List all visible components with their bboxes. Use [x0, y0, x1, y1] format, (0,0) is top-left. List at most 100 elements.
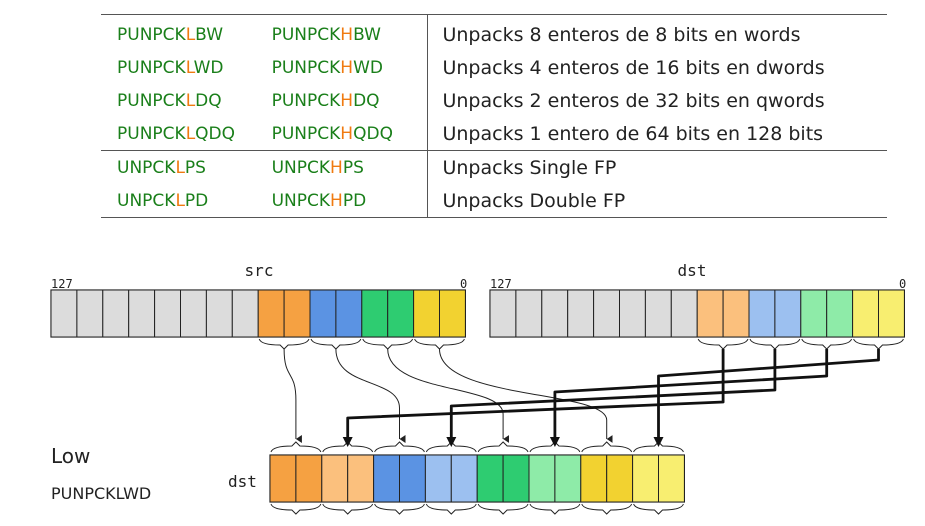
high-mnemonic: PUNPCKHWD: [271, 57, 383, 78]
src-byte: [361, 289, 389, 338]
brace-mark: [322, 503, 374, 515]
result-byte: [554, 454, 582, 503]
low-mnemonic: PUNPCKLBW: [101, 14, 272, 51]
brace-mark: [477, 503, 529, 515]
result-byte: [321, 454, 349, 503]
src-byte: [180, 289, 207, 338]
dst-bit-high: 127: [490, 277, 512, 291]
result-byte: [476, 454, 504, 503]
description: Unpacks 1 entero de 64 bits en 128 bits: [427, 117, 887, 151]
dst-register: [489, 289, 905, 338]
src-word-arrow: [439, 348, 613, 443]
brace-mark: [853, 338, 904, 350]
dst-byte: [748, 289, 776, 338]
brace-mark: [414, 338, 465, 350]
low-mnemonic: UNPCKLPS: [117, 157, 206, 178]
brace-mark: [425, 503, 477, 515]
table-row: UNPCKLPS UNPCKHPS Unpacks Single FP: [101, 150, 887, 184]
result-byte: [424, 454, 452, 503]
low-mnemonic: PUNPCKLDQ: [117, 90, 222, 111]
table-row: PUNPCKLWD PUNPCKHWD Unpacks 4 enteros de 1…: [101, 51, 887, 84]
low-mnemonic: PUNPCKLQDQ: [101, 117, 272, 151]
dst-byte: [489, 289, 517, 338]
result-byte: [399, 454, 426, 503]
dst-byte: [670, 289, 698, 338]
brace-mark: [374, 441, 425, 453]
brace-mark: [581, 503, 633, 515]
dst-word-arrow: [346, 349, 725, 439]
result-byte: [528, 454, 556, 503]
src-register: [50, 289, 466, 338]
brace-mark: [258, 338, 310, 350]
arrow-head: [342, 437, 353, 447]
dst-word-arrow: [657, 349, 880, 439]
result-byte: [606, 454, 634, 503]
arrow-head: [549, 437, 560, 447]
high-mnemonic: UNPCKHPS: [271, 157, 364, 178]
src-byte: [154, 289, 182, 338]
result-byte: [295, 454, 323, 503]
src-bit-high: 127: [51, 277, 73, 291]
description: Unpacks Double FP: [427, 184, 887, 218]
high-mnemonic: PUNPCKHBW: [271, 14, 428, 51]
dst-byte: [722, 289, 750, 338]
arrow-head: [446, 437, 457, 447]
brace-mark: [362, 338, 414, 350]
description: Unpacks 4 enteros de 16 bits en dwords: [427, 51, 887, 84]
caption-low: Low: [51, 444, 91, 468]
src-word-arrow: [283, 348, 302, 443]
low-mnemonic: UNPCKLPD: [101, 184, 272, 218]
dst-byte: [696, 289, 724, 338]
src-byte: [76, 289, 104, 338]
result-byte: [373, 454, 401, 503]
dst-byte: [852, 289, 879, 338]
dst-bit-low: 0: [899, 277, 906, 291]
src-byte: [257, 289, 285, 338]
brace-mark: [529, 503, 581, 515]
brace-mark: [270, 441, 322, 453]
dst-word-arrow: [449, 349, 777, 439]
dst-byte: [593, 289, 620, 338]
result-byte: [632, 454, 659, 503]
description: Unpacks 8 enteros de 8 bits en words: [427, 14, 887, 51]
mapping-arrows: [283, 348, 880, 447]
brace-mark: [697, 338, 749, 350]
high-mnemonic: PUNPCKHQDQ: [271, 117, 428, 151]
src-byte: [387, 289, 415, 338]
brace-mark: [749, 338, 801, 350]
src-byte: [335, 289, 363, 338]
src-byte: [439, 289, 466, 338]
high-mnemonic: UNPCKHPD: [271, 184, 428, 218]
dst-byte: [644, 289, 672, 338]
dst-byte: [774, 289, 802, 338]
dst-byte: [878, 289, 905, 338]
low-mnemonic: PUNPCKLWD: [117, 57, 224, 78]
src-byte: [309, 289, 337, 338]
dst-byte: [567, 289, 595, 338]
brace-mark: [477, 441, 529, 453]
src-bit-low: 0: [460, 277, 467, 291]
dst-byte: [515, 289, 543, 338]
src-byte: [205, 289, 233, 338]
brace-mark: [374, 503, 425, 515]
result-byte: [450, 454, 478, 503]
result-byte: [347, 454, 375, 503]
dst-label: dst: [678, 261, 707, 280]
result-byte: [658, 454, 685, 503]
result-label: dst: [228, 472, 257, 491]
high-mnemonic: PUNPCKHDQ: [271, 90, 380, 111]
result-register: [269, 454, 685, 503]
src-word-arrow: [335, 348, 406, 443]
description: Unpacks Single FP: [427, 150, 887, 184]
src-byte: [231, 289, 259, 338]
arrow-head: [653, 437, 664, 447]
dst-byte: [800, 289, 828, 338]
result-byte: [269, 454, 297, 503]
src-word-arrow: [387, 348, 510, 443]
brace-mark: [270, 503, 322, 515]
